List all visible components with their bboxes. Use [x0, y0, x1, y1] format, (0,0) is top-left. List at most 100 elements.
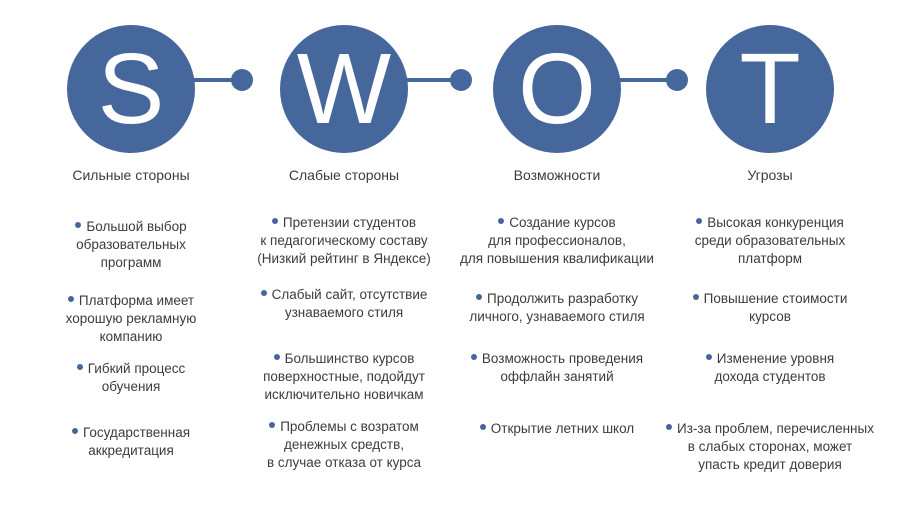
item-text: денежных средств, [283, 437, 405, 452]
item-line: Государственная [21, 424, 241, 442]
item-line: обучения [21, 378, 241, 396]
connector-dot-1 [231, 69, 253, 91]
connector-o-t [616, 78, 676, 82]
bullet-icon [476, 294, 483, 301]
item-line: личного, узнаваемого стиля [447, 308, 667, 326]
item-line: к педагогическому составу [234, 232, 454, 250]
bullet-icon [479, 424, 486, 431]
list-item: Из-за проблем, перечисленных в слабых сто… [660, 420, 880, 474]
item-text: хорошую рекламную [65, 311, 197, 326]
item-text: узнаваемого стиля [284, 305, 404, 320]
item-text: Возможность проведения [481, 351, 644, 366]
item-line: Претензии студентов [234, 214, 454, 232]
item-text: Гибкий процесс [87, 361, 186, 376]
item-text: аккредитация [88, 443, 174, 458]
item-text: Слабый сайт, отсутствие [271, 287, 428, 302]
list-item: Высокая конкуренция среди образовательных… [660, 214, 880, 268]
item-text: поверхностные, подойдут [263, 369, 425, 384]
item-line: образовательных [21, 236, 241, 254]
item-text: дохода студентов [714, 369, 826, 384]
item-text: Государственная [82, 425, 191, 440]
connector-dot-3 [666, 69, 688, 91]
item-line: Большой выбор [21, 218, 241, 236]
bullet-icon [696, 218, 703, 225]
item-text: Платформа имеет [78, 293, 195, 308]
item-line: Платформа имеет [21, 292, 241, 310]
item-line: Высокая конкуренция [660, 214, 880, 232]
item-line: Слабый сайт, отсутствие [234, 286, 454, 304]
item-line: Создание курсов [447, 214, 667, 232]
column-weaknesses: Слабые стороны Претензии студентов к педа… [234, 166, 454, 470]
item-text: личного, узнаваемого стиля [469, 309, 645, 324]
list-item: Претензии студентов к педагогическому сос… [234, 214, 454, 268]
item-line: оффлайн занятий [447, 368, 667, 386]
bullet-icon [271, 218, 278, 225]
item-line: поверхностные, подойдут [234, 368, 454, 386]
item-line: дохода студентов [660, 368, 880, 386]
item-text: Проблемы с возратом [280, 419, 419, 434]
bullet-icon [75, 222, 82, 229]
item-line: (Низкий рейтинг в Яндексе) [234, 250, 454, 268]
item-line: аккредитация [21, 442, 241, 460]
item-line: в случае отказа от курса [234, 454, 454, 472]
list-item: Возможность проведения оффлайн занятий [447, 350, 667, 386]
letter-t: T [739, 33, 801, 145]
list-item: Платформа имеет хорошую рекламную компанию [21, 292, 241, 346]
circle-s: S [67, 25, 195, 153]
connector-s-w [190, 78, 250, 82]
list-item: Гибкий процесс обучения [21, 360, 241, 396]
item-line: хорошую рекламную [21, 310, 241, 328]
item-line: Продолжить разработку [447, 290, 667, 308]
item-text: Из-за проблем, перечисленных [677, 421, 874, 436]
item-line: узнаваемого стиля [234, 304, 454, 322]
list-item: Повышение стоимости курсов [660, 290, 880, 326]
bullet-icon [67, 296, 74, 303]
item-text: Повышение стоимости [703, 291, 848, 306]
item-line: среди образовательных [660, 232, 880, 250]
item-text: среди образовательных [694, 233, 846, 248]
item-text: оффлайн занятий [500, 369, 614, 384]
item-line: денежных средств, [234, 436, 454, 454]
item-line: в слабых сторонах, может [660, 438, 880, 456]
item-text: компанию [99, 329, 163, 344]
item-line: для профессионалов, [447, 232, 667, 250]
item-text: в слабых сторонах, может [687, 439, 853, 454]
item-text: Изменение уровня [716, 351, 835, 366]
item-text: исключительно новичкам [264, 387, 424, 402]
item-line: упасть кредит доверия [660, 456, 880, 474]
item-text: образовательных [76, 237, 186, 252]
item-text: Претензии студентов [282, 215, 417, 230]
item-text: Продолжить разработку [487, 291, 638, 306]
column-title: Возможности [513, 167, 601, 183]
item-text: Большой выбор [86, 219, 187, 234]
list-item: Продолжить разработку личного, узнаваемог… [447, 290, 667, 326]
item-text: курсов [749, 309, 791, 324]
item-text: для профессионалов, [488, 233, 626, 248]
bullet-icon [71, 428, 78, 435]
item-text: к педагогическому составу [260, 233, 428, 248]
circle-w: W [280, 25, 408, 153]
list-item: Большой выбор образовательных программ [21, 218, 241, 272]
connector-dot-2 [450, 69, 472, 91]
bullet-icon [273, 354, 280, 361]
circle-t: T [706, 25, 834, 153]
letter-o: O [518, 33, 596, 145]
item-text: упасть кредит доверия [698, 457, 842, 472]
bullet-icon [498, 218, 505, 225]
connector-w-o [403, 78, 463, 82]
item-text: программ [100, 255, 162, 270]
item-line: Изменение уровня [660, 350, 880, 368]
item-line: Повышение стоимости [660, 290, 880, 308]
item-line: Большинство курсов [234, 350, 454, 368]
item-text: Высокая конкуренция [707, 215, 844, 230]
item-text: (Низкий рейтинг в Яндексе) [257, 251, 431, 266]
column-title: Слабые стороны [288, 167, 400, 183]
bullet-icon [692, 294, 699, 301]
item-text: Открытие летних школ [490, 421, 635, 436]
list-item: Государственная аккредитация [21, 424, 241, 460]
